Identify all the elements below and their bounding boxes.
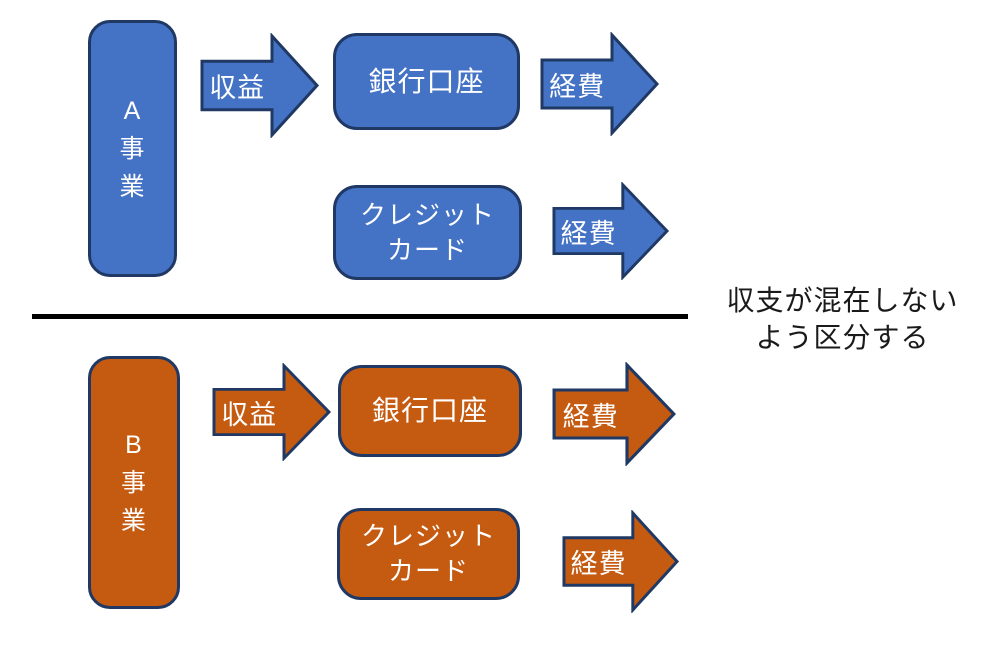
right-arrow-shape [562, 510, 680, 613]
credit-card-box-b: クレジット カード [337, 508, 520, 600]
right-arrow-shape [552, 182, 670, 280]
bank-account-label-a: 銀行口座 [368, 65, 485, 97]
bank-account-label-b: 銀行口座 [371, 395, 488, 426]
bank-account-box-a: 銀行口座 [333, 33, 520, 130]
right-arrow-shape [540, 32, 660, 136]
card-expense-arrow-a: 経費 [552, 182, 670, 280]
bank-expense-arrow-a: 経費 [540, 32, 660, 136]
bank-expense-arrow-b: 経費 [552, 362, 677, 466]
credit-card-label-b: クレジット カード [360, 521, 496, 586]
credit-card-box-a: クレジット カード [333, 185, 522, 280]
right-arrow-shape [552, 362, 676, 466]
business-a-box: A 事 業 [88, 20, 177, 277]
business-b-box: B 事 業 [88, 356, 180, 609]
business-a-label: A 事 業 [119, 96, 146, 201]
revenue-arrow-a: 収益 [200, 33, 320, 138]
bank-account-box-b: 銀行口座 [338, 365, 522, 457]
revenue-arrow-b: 収益 [212, 363, 332, 461]
credit-card-label-a: クレジット カード [359, 199, 495, 265]
divider-line [32, 314, 688, 319]
right-arrow-shape [212, 363, 332, 461]
annotation-text: 収支が混在しない よう区分する [726, 285, 959, 353]
right-arrow-shape [200, 33, 320, 138]
card-expense-arrow-b: 経費 [562, 510, 680, 613]
business-b-label: B 事 業 [120, 430, 147, 535]
